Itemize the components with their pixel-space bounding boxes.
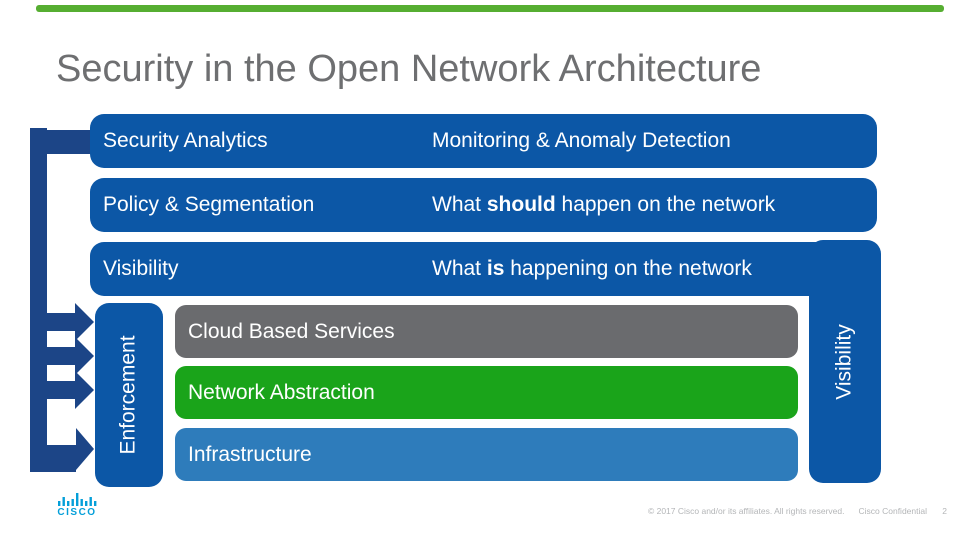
layer-cloud-based-services: Cloud Based Services [175, 305, 798, 358]
cisco-bridge-icon [58, 493, 97, 506]
row-label: Visibility [103, 257, 179, 280]
copyright-text: © 2017 Cisco and/or its affiliates. All … [647, 506, 845, 516]
top-accent-bar [36, 5, 944, 12]
flow-connector-arrows [30, 128, 94, 472]
row-visibility: Visibility What is happening on the netw… [90, 242, 877, 296]
cisco-logo-text: CISCO [57, 507, 97, 518]
page-title: Security in the Open Network Architectur… [56, 48, 762, 90]
enforcement-vertical-bar: Enforcement [95, 303, 163, 487]
visibility-vertical-bar: Visibility [809, 240, 881, 483]
cisco-logo: CISCO [52, 492, 102, 518]
row-description: What should happen on the network [432, 193, 776, 216]
visibility-label: Visibility [833, 323, 856, 400]
layer-infrastructure: Infrastructure [175, 428, 798, 481]
confidential-text: Cisco Confidential [858, 506, 927, 516]
row-description: What is happening on the network [432, 257, 752, 280]
footer: © 2017 Cisco and/or its affiliates. All … [648, 506, 927, 516]
enforcement-label: Enforcement [117, 335, 140, 455]
row-description: Monitoring & Anomaly Detection [432, 129, 731, 152]
layer-network-abstraction: Network Abstraction [175, 366, 798, 419]
row-label: Security Analytics [103, 129, 268, 152]
page-number: 2 [942, 506, 947, 516]
row-security-analytics: Security Analytics Monitoring & Anomaly … [90, 114, 877, 168]
row-policy-segmentation: Policy & Segmentation What should happen… [90, 178, 877, 232]
row-label: Policy & Segmentation [103, 193, 315, 216]
